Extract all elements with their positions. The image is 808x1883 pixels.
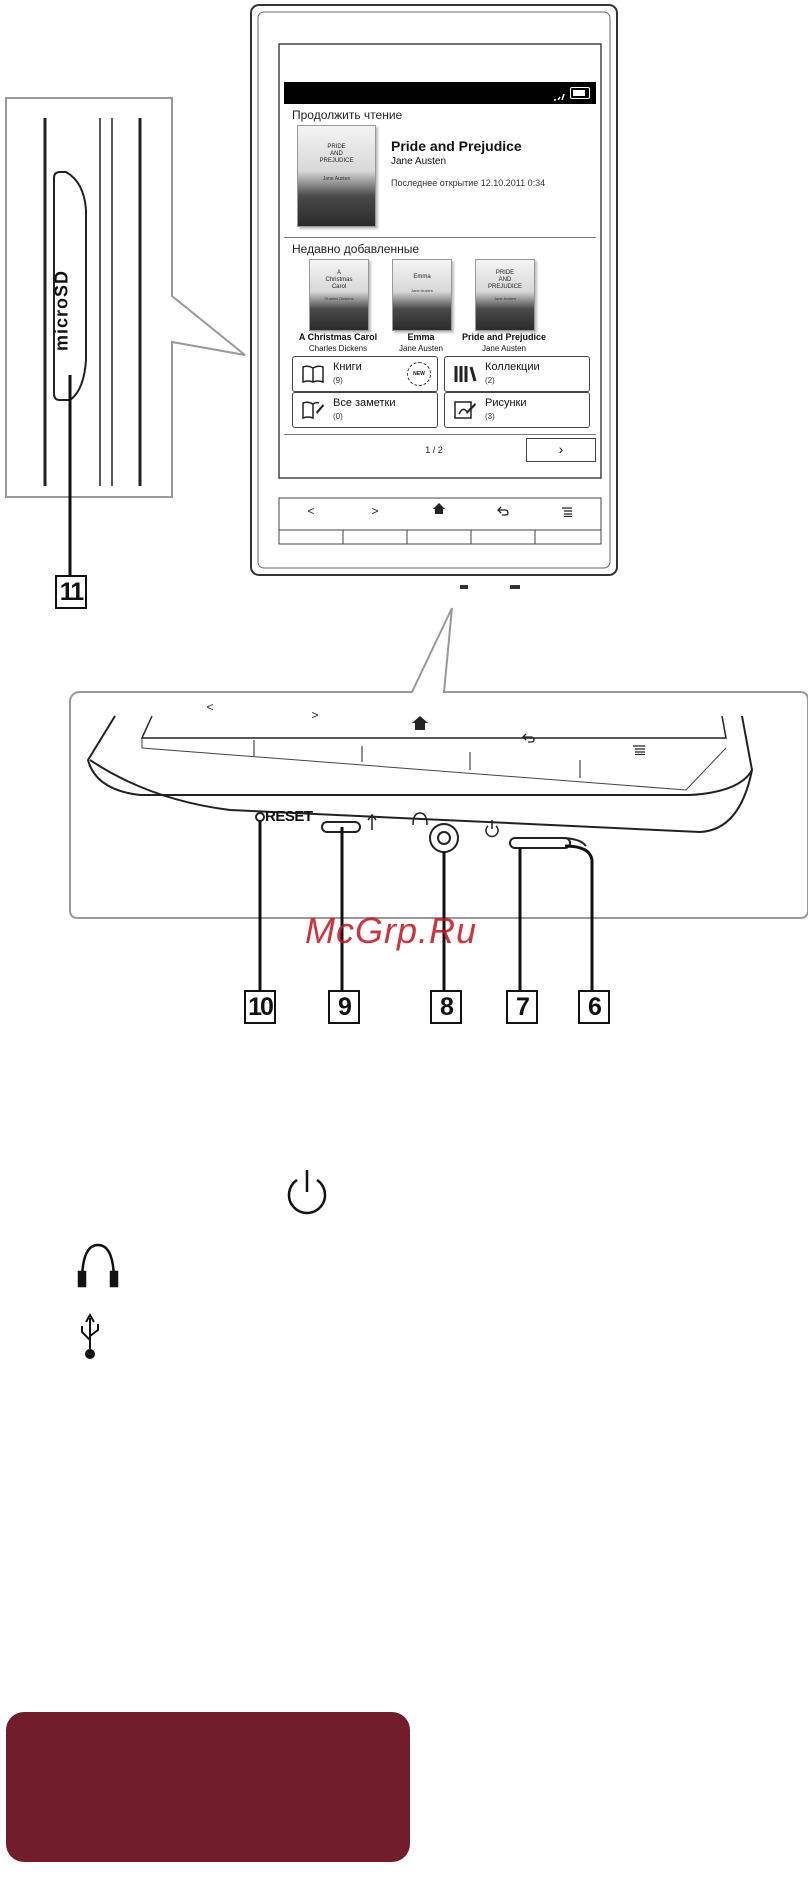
callout-6: 6 xyxy=(578,990,610,1024)
screen-bezel xyxy=(278,43,602,479)
drawings-icon xyxy=(454,401,476,419)
menu-hw-button[interactable] xyxy=(552,506,582,520)
cover-author: Charles Dickens xyxy=(324,296,354,301)
continue-book-title[interactable]: Pride and Prejudice xyxy=(391,138,522,154)
divider xyxy=(284,237,596,238)
wireless-icon xyxy=(552,88,568,101)
recent-book-author: Jane Austen xyxy=(481,344,527,353)
menu-icon xyxy=(632,742,646,760)
recent-book-title: Pride and Prejudice xyxy=(461,332,547,342)
tile-count: (3) xyxy=(485,412,495,421)
section-banner xyxy=(6,1712,410,1862)
pager: 1 / 2 › xyxy=(284,438,596,462)
tile-drawings[interactable]: Рисунки (3) xyxy=(444,392,590,428)
tile-collections[interactable]: Коллекции (2) xyxy=(444,356,590,392)
menu-icon xyxy=(562,507,572,518)
recent-book-cover[interactable]: A Christmas Carol Charles Dickens xyxy=(309,259,369,331)
next-page-hw-button[interactable]: > xyxy=(371,504,379,518)
continue-book-cover[interactable]: PRIDE AND PREJUDICE Jane Austen xyxy=(297,125,376,227)
recent-book-title: A Christmas Carol xyxy=(298,332,378,342)
new-badge: NEW xyxy=(407,362,431,386)
tile-label: Книги xyxy=(333,361,362,373)
tile-count: (9) xyxy=(333,376,343,385)
last-opened: Последнее открытие 12.10.2011 0:34 xyxy=(391,178,546,188)
callout-8: 8 xyxy=(430,990,462,1024)
tile-notes[interactable]: Все заметки (0) xyxy=(292,392,438,428)
power-icon xyxy=(287,1170,327,1215)
divider xyxy=(284,434,596,435)
prev-page-hw-button[interactable]: < xyxy=(307,504,315,518)
microsd-callout-box xyxy=(5,97,246,498)
page-indicator: 1 / 2 xyxy=(425,445,443,455)
cover-title: A Christmas Carol xyxy=(325,270,353,290)
continue-reading-heading: Продолжить чтение xyxy=(292,108,403,122)
headphones-icon xyxy=(77,1243,119,1288)
home-icon xyxy=(412,716,428,735)
back-hw-button[interactable] xyxy=(488,505,518,519)
cover-title: PRIDE AND PREJUDICE xyxy=(487,270,522,290)
book-icon xyxy=(302,365,324,384)
notes-icon xyxy=(302,401,324,420)
next-page-button[interactable]: › xyxy=(526,438,596,462)
watermark: McGrp.Ru xyxy=(305,910,478,951)
recent-book-author: Charles Dickens xyxy=(308,344,368,353)
microsd-slot xyxy=(53,171,87,401)
collections-icon xyxy=(454,366,477,382)
home-icon xyxy=(433,503,445,514)
callout-11: 11 xyxy=(55,575,87,609)
recently-added-heading: Недавно добавленные xyxy=(292,242,420,256)
battery-icon xyxy=(570,87,590,99)
recent-book-title: Emma xyxy=(407,332,435,342)
callout-10: 10 xyxy=(244,990,276,1024)
prev-page-hw-button-closeup: < xyxy=(206,700,214,714)
cover-author: Jane Austen xyxy=(322,176,351,182)
next-page-hw-button-closeup: > xyxy=(311,708,319,722)
cover-author: Jane Austen xyxy=(493,296,517,301)
callout-7: 7 xyxy=(506,990,538,1024)
cover-author: Jane Austen xyxy=(410,288,434,293)
status-bar xyxy=(284,82,596,104)
tile-count: (2) xyxy=(485,376,495,385)
reader-screen: Продолжить чтение PRIDE AND PREJUDICE Ja… xyxy=(284,82,596,469)
tile-books[interactable]: Книги (9) NEW xyxy=(292,356,438,392)
tile-label: Коллекции xyxy=(485,361,540,373)
tile-count: (0) xyxy=(333,412,343,421)
back-icon xyxy=(522,730,536,748)
reader-inner-frame xyxy=(257,11,611,569)
bottom-callout-box xyxy=(69,607,808,919)
recent-book-cover[interactable]: Emma Jane Austen xyxy=(392,259,452,331)
back-icon xyxy=(497,506,509,516)
home-hw-button[interactable] xyxy=(424,503,454,517)
recent-book-author: Jane Austen xyxy=(398,344,444,353)
cover-title: Emma xyxy=(413,274,431,280)
microsd-label: microSD xyxy=(51,269,72,352)
recent-book-cover[interactable]: PRIDE AND PREJUDICE Jane Austen xyxy=(475,259,535,331)
continue-book-author: Jane Austen xyxy=(391,156,447,167)
callout-9: 9 xyxy=(328,990,360,1024)
tile-label: Все заметки xyxy=(333,397,396,409)
cover-title: PRIDE AND PREJUDICE xyxy=(319,144,354,164)
reset-label: RESET xyxy=(265,808,313,825)
tile-label: Рисунки xyxy=(485,397,527,409)
usb-icon xyxy=(81,1312,99,1359)
